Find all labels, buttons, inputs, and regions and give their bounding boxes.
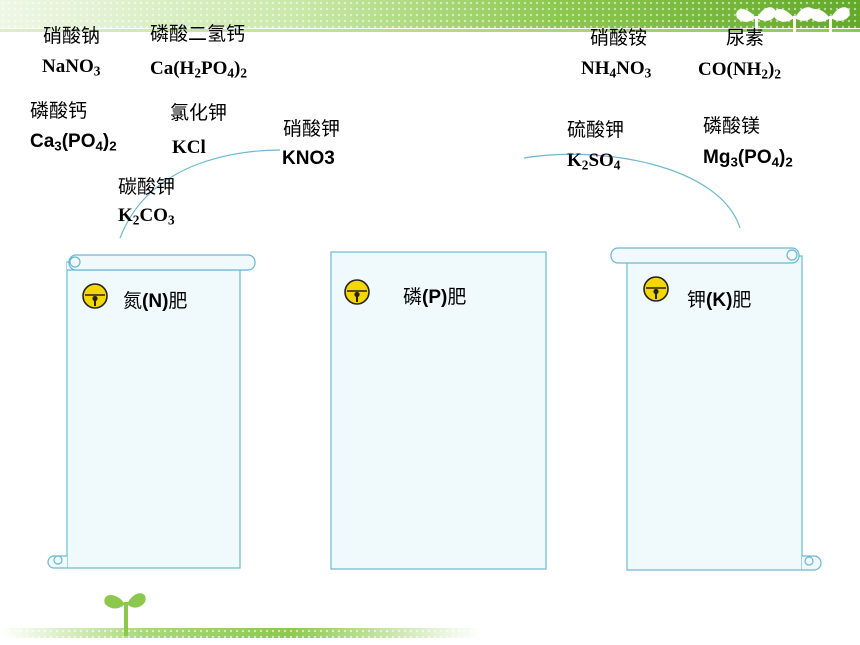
compound-formula: KNO3	[282, 148, 335, 169]
compound-name: 硝酸钠	[43, 25, 101, 47]
compound-name: 氯化钾	[170, 102, 228, 124]
scroll-potassium	[610, 247, 822, 571]
sprout-icon	[736, 7, 850, 54]
compound-name: 硝酸钾	[283, 118, 341, 140]
compound-formula: CO(NH2)2	[698, 59, 781, 82]
compound-name: 尿素	[726, 27, 765, 49]
bell-icon	[344, 279, 370, 305]
bell-icon	[82, 283, 108, 309]
category-potassium: 钾(K)肥	[687, 289, 752, 311]
compound-formula: K2SO4	[567, 150, 621, 173]
top-divider	[0, 29, 860, 32]
category-nitrogen: 氮(N)肥	[123, 290, 188, 312]
bell-icon	[643, 276, 669, 302]
scroll-phosphorus	[330, 251, 547, 570]
compound-formula: Ca(H2PO4)2	[150, 58, 248, 81]
category-phosphorus: 磷(P)肥	[403, 286, 467, 308]
top-banner	[0, 0, 860, 28]
scroll-nitrogen	[47, 254, 256, 569]
sprout-icon	[104, 593, 146, 636]
compound-formula: K2CO3	[118, 205, 175, 228]
compound-formula: NH4NO3	[581, 58, 652, 81]
compound-formula: Ca3(PO4)2	[30, 131, 117, 154]
compound-formula: NaNO3	[42, 56, 101, 79]
compound-name: 磷酸钙	[30, 100, 88, 122]
compound-name: 磷酸镁	[703, 115, 761, 137]
compound-formula: KCl	[172, 137, 206, 158]
compound-name: 硫酸钾	[567, 119, 625, 141]
compound-name: 碳酸钾	[118, 176, 176, 198]
compound-name: 磷酸二氢钙	[150, 23, 246, 45]
compound-formula: Mg3(PO4)2	[703, 147, 793, 170]
bottom-banner	[0, 628, 480, 638]
compound-name: 硝酸铵	[590, 27, 648, 49]
